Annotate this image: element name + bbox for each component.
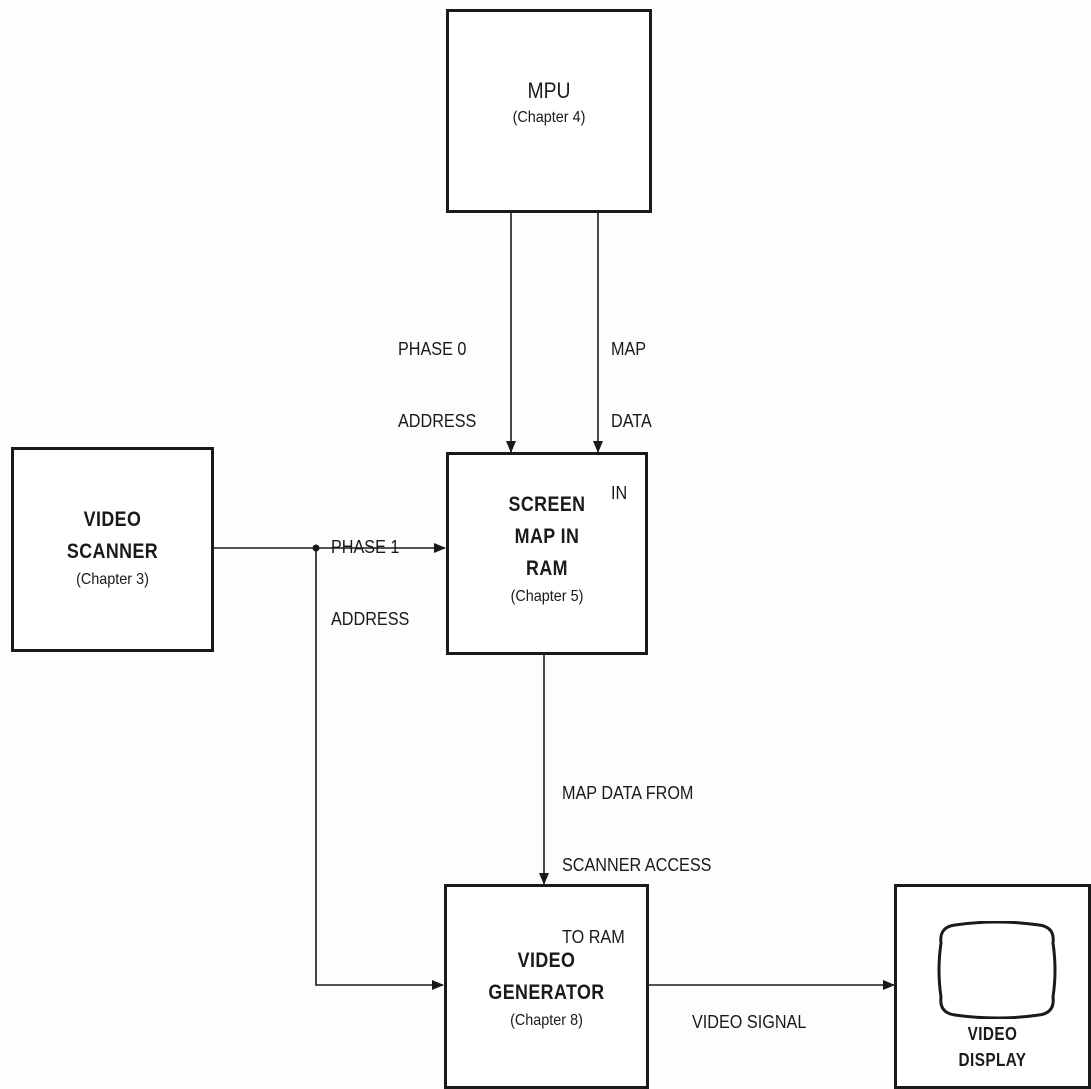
screen-map-title-line-3: RAM [526,557,568,580]
phase1-branch-arrow [315,548,444,990]
mpu-title: MPU [527,78,571,103]
phase0-address-label: PHASE 0 ADDRESS [398,289,476,481]
screen-map-title-line-1: SCREEN [508,493,586,516]
map-data-from-scanner-label: MAP DATA FROM SCANNER ACCESS TO RAM [562,733,711,997]
video-scanner-title-line-1: VIDEO [83,508,142,531]
map-data-in-label: MAP DATA IN [611,289,652,553]
video-scanner-block: VIDEO SCANNER (Chapter 3) [11,447,214,652]
map-data-from-scanner-label-line-1: MAP DATA FROM [562,783,694,803]
video-generator-block: VIDEO GENERATOR (Chapter 8) [444,884,649,1089]
screen-map-block: SCREEN MAP IN RAM (Chapter 5) [446,452,648,655]
video-scanner-chapter: (Chapter 3) [76,571,149,588]
video-signal-label: VIDEO SIGNAL [692,962,806,1082]
phase0-address-label-line-2: ADDRESS [398,411,477,431]
map-data-in-label-line-1: MAP [611,339,647,359]
video-generator-title-line-1: VIDEO [517,949,576,972]
mpu-chapter: (Chapter 4) [512,109,586,126]
phase1-address-label-line-1: PHASE 1 [331,537,400,557]
map-data-in-label-line-2: DATA [611,411,652,431]
video-scanner-title-line-2: SCANNER [66,540,159,563]
video-generator-chapter: (Chapter 8) [510,1012,583,1029]
phase0-address-label-line-1: PHASE 0 [398,339,467,359]
phase1-address-label-line-2: ADDRESS [331,609,410,629]
screen-map-title-line-2: MAP IN [514,525,580,548]
monitor-screen-icon [937,921,1057,1019]
screen-map-chapter: (Chapter 5) [510,588,584,605]
video-generator-title-line-2: GENERATOR [488,981,605,1004]
map-data-from-scanner-label-line-2: SCANNER ACCESS [562,855,712,875]
map-data-from-scanner-label-line-3: TO RAM [562,927,625,947]
mpu-block: MPU (Chapter 4) [446,9,652,213]
video-signal-label-text: VIDEO SIGNAL [692,1012,807,1032]
phase1-address-label: PHASE 1 ADDRESS [331,487,409,679]
video-display-title-line-1: VIDEO [967,1024,1018,1044]
video-display-title-line-2: DISPLAY [958,1050,1027,1070]
map-data-in-label-line-3: IN [611,483,628,503]
video-display-block: VIDEO DISPLAY [894,884,1091,1089]
